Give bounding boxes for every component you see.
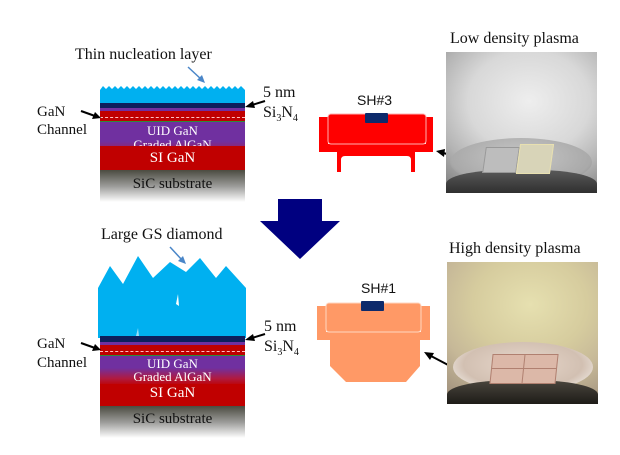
- gan-channel-label-line1: GaN: [37, 104, 66, 120]
- stage-base: [447, 380, 598, 404]
- sample-holder-sh1: [317, 301, 430, 382]
- sub-3: 3: [277, 347, 283, 359]
- interface-line: [100, 121, 245, 122]
- low-density-plasma-photo: [446, 52, 597, 193]
- stage-base: [446, 170, 597, 193]
- high-density-plasma-photo: [447, 262, 598, 404]
- gan-channel-layer: [100, 345, 245, 355]
- algan-barrier-layer: [100, 342, 245, 345]
- sample-divider-h: [492, 368, 557, 369]
- high-density-plasma-label: High density plasma: [449, 240, 581, 257]
- si-text: Si: [264, 338, 278, 355]
- si-gan-label: SI GaN: [149, 150, 196, 166]
- channel-pointer-arrow-icon: [80, 342, 101, 351]
- si3n4-pointer-arrow-icon: [245, 333, 266, 341]
- gan-channel-label-line1: GaN: [37, 336, 66, 352]
- bottom-layer-stack: UID GaN Graded AlGaN SI GaN SiC substrat…: [98, 256, 246, 438]
- si3n4-layer: [100, 103, 245, 108]
- uid-gan-label: UID GaN: [147, 356, 198, 371]
- sample-divider-v: [521, 355, 526, 383]
- si-gan-layer: [100, 384, 245, 406]
- sub-4: 4: [292, 113, 298, 125]
- si3n4-thickness-label: 5 nm: [263, 84, 296, 101]
- si3n4-thickness-label: 5 nm: [264, 318, 297, 335]
- graded-algan-label: Graded AlGaN: [133, 369, 212, 384]
- si3n4-formula-label: Si3N4: [263, 104, 298, 124]
- sic-substrate-label: SiC substrate: [132, 411, 213, 427]
- interface-line: [100, 355, 245, 356]
- sample-piece-2: [515, 144, 555, 174]
- sic-substrate-layer: [100, 170, 245, 202]
- gan-channel-layer: [100, 111, 245, 121]
- diamond-pointer-arrow-icon: [169, 246, 186, 264]
- sub-4: 4: [293, 347, 299, 359]
- 2deg-dashed-line: [100, 351, 245, 352]
- sample-holder-sh1-label: SH#1: [361, 280, 397, 296]
- algan-barrier-layer: [100, 108, 245, 111]
- si-text: Si: [263, 104, 277, 121]
- si3n4-pointer-arrow-icon: [245, 100, 266, 108]
- sub-3: 3: [276, 113, 282, 125]
- large-grain-diamond-layer: [98, 256, 246, 338]
- 2deg-dashed-line: [100, 117, 245, 118]
- n-text: N: [281, 104, 293, 121]
- si3n4-formula-label: Si3N4: [264, 338, 299, 358]
- buffer-layers: [100, 356, 245, 386]
- thin-nucleation-layer-label: Thin nucleation layer: [75, 46, 212, 63]
- nucleation-pointer-arrow-icon: [187, 66, 205, 83]
- low-density-plasma-label: Low density plasma: [450, 30, 579, 47]
- channel-pointer-arrow-icon: [80, 110, 101, 119]
- gan-channel-label-line2: Channel: [37, 122, 87, 138]
- sample-chip: [365, 113, 388, 123]
- sample-holder-sh3: [319, 113, 433, 172]
- thin-diamond-layer: [100, 86, 245, 104]
- si-gan-label: SI GaN: [149, 385, 196, 401]
- transition-down-arrow-icon: [260, 199, 340, 259]
- sic-substrate-layer: [100, 406, 245, 438]
- uid-gan-label: UID GaN: [147, 123, 198, 138]
- sic-substrate-label: SiC substrate: [132, 176, 213, 192]
- large-gs-diamond-label: Large GS diamond: [101, 226, 223, 243]
- n-text: N: [282, 338, 294, 355]
- sample-piece-1: [482, 147, 520, 173]
- sample-pieces: [489, 354, 559, 384]
- sample-chip: [361, 301, 384, 311]
- sample-holder-sh3-label: SH#3: [357, 92, 393, 108]
- gan-channel-label-line2: Channel: [37, 355, 87, 371]
- si3n4-layer: [100, 336, 245, 342]
- top-layer-stack: UID GaN Graded AlGaN SI GaN SiC substrat…: [100, 84, 245, 202]
- si-gan-layer: [100, 146, 245, 170]
